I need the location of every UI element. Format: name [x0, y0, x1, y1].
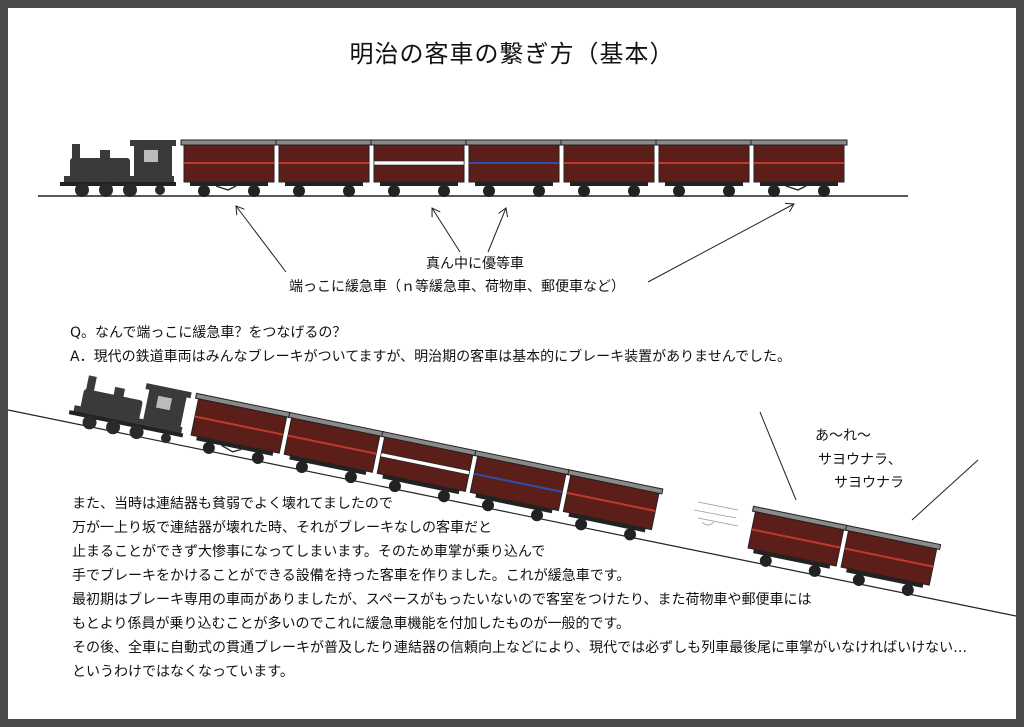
callout-text: サヨウナラ: [834, 475, 904, 491]
motion-lines: [693, 501, 739, 527]
label-arrows: [236, 204, 794, 283]
answer-text: A．現代の鉄道車両はみんなブレーキがついてますが、明治期の客車は基本的にブレーキ…: [70, 349, 792, 365]
callout-lines: [759, 411, 979, 521]
paragraph-line: もとより係員が乗り込むことが多いのでこれに緩急車機能を付加したものが一般的です。: [72, 616, 631, 632]
paragraph-line: というわけではなくなっています。: [72, 664, 294, 680]
passenger-car: [655, 139, 753, 198]
explanation-paragraph: また、当時は連結器も貧弱でよく壊れてましたので 万が一上り坂で連結器が壊れた時、…: [72, 492, 967, 684]
paragraph-line: 止まることができず大惨事になってしまいます。そのため車掌が乗り込んで: [72, 544, 546, 560]
passenger-car: [370, 139, 468, 198]
paragraph-line: 最初期はブレーキ専用の車両がありましたが、スペースがもったいないので客室をつけた…: [72, 592, 812, 608]
page: 明治の客車の繋ぎ方（基本） 真ん中に優等車 端っこに緩急車（ｎ等緩急車、荷物車、…: [8, 8, 1016, 719]
paragraph-line: また、当時は連結器も貧弱でよく壊れてましたので: [72, 496, 393, 512]
locomotive: [66, 369, 192, 449]
question-text: Q。なんで端っこに緩急車？をつなげるの？: [70, 325, 347, 341]
illustration: [8, 139, 1016, 617]
page-title: 明治の客車の繋ぎ方（基本）: [349, 40, 675, 68]
callout-text: あ～れ～: [815, 428, 871, 444]
passenger-car: [180, 139, 278, 198]
passenger-car: [750, 139, 848, 198]
callout-text: サヨウナラ、: [818, 452, 902, 468]
slope-line: [8, 409, 1016, 617]
label-center-first-class: 真ん中に優等車: [426, 256, 524, 272]
paragraph-line: 手でブレーキをかけることができる設備を持った客車を作りました。これが緩急車です。: [72, 568, 631, 584]
passenger-car-first-class: [465, 139, 563, 198]
paragraph-line: 万が一上り坂で連結器が壊れた時、それがブレーキなしの客車だと: [72, 520, 492, 536]
label-end-brake-cars: 端っこに緩急車（ｎ等緩急車、荷物車、郵便車など）: [289, 279, 625, 295]
locomotive: [60, 140, 176, 197]
paragraph-line: その後、全車に自動式の貫通ブレーキが普及したり連結器の信頼向上などにより、現代で…: [72, 640, 968, 656]
passenger-car: [560, 139, 658, 198]
passenger-car: [275, 139, 373, 198]
